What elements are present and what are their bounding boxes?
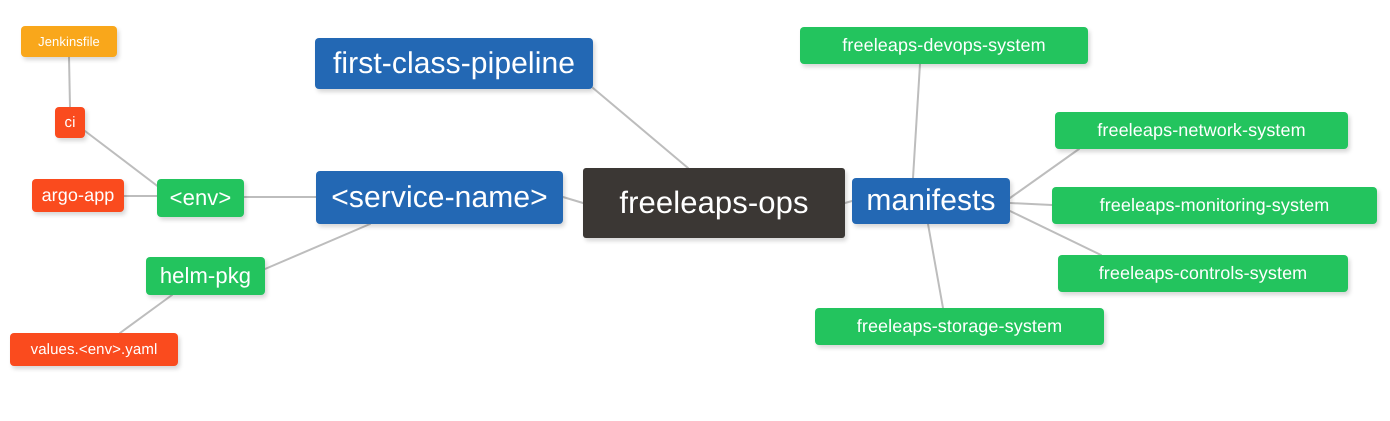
mindmap-node-service-name[interactable]: <service-name>: [316, 171, 563, 224]
edge-freeleaps-ops-to-manifests: [844, 200, 853, 204]
node-label: helm-pkg: [159, 263, 252, 288]
mindmap-node-freeleaps-network-system[interactable]: freeleaps-network-system: [1055, 112, 1348, 149]
node-label: freeleaps-monitoring-system: [1099, 195, 1330, 215]
node-label: manifests: [866, 184, 996, 217]
node-label: Jenkinsfile: [38, 34, 100, 49]
edge-service-name-to-helm-pkg: [264, 223, 371, 270]
mindmap-node-freeleaps-storage-system[interactable]: freeleaps-storage-system: [815, 308, 1104, 345]
mindmap-node-jenkinsfile[interactable]: Jenkinsfile: [21, 26, 117, 57]
node-label: freeleaps-ops: [619, 185, 809, 220]
edge-freeleaps-ops-to-service-name: [562, 196, 584, 204]
mindmap-node-freeleaps-controls-system[interactable]: freeleaps-controls-system: [1058, 255, 1348, 292]
mindmap-node-manifests[interactable]: manifests: [852, 178, 1010, 224]
mindmap-node-freeleaps-devops-system[interactable]: freeleaps-devops-system: [800, 27, 1088, 64]
node-label: freeleaps-controls-system: [1098, 263, 1308, 283]
mindmap-node-values-yaml[interactable]: values.<env>.yaml: [10, 333, 178, 366]
mindmap-node-freeleaps-monitoring-system[interactable]: freeleaps-monitoring-system: [1052, 187, 1377, 224]
edge-freeleaps-ops-to-first-class-pipeline: [592, 87, 689, 169]
node-label: argo-app: [41, 185, 115, 205]
node-label: <service-name>: [331, 180, 548, 214]
edge-manifests-to-freeleaps-monitoring-system: [1009, 202, 1053, 206]
edge-manifests-to-freeleaps-storage-system: [927, 223, 944, 309]
edge-ci-to-jenkinsfile: [68, 56, 71, 108]
mindmap-node-freeleaps-ops[interactable]: freeleaps-ops: [583, 168, 845, 238]
edge-helm-pkg-to-values-yaml: [119, 294, 173, 334]
node-label: freeleaps-devops-system: [842, 35, 1046, 55]
node-label: first-class-pipeline: [332, 46, 576, 80]
edge-manifests-to-freeleaps-devops-system: [912, 63, 921, 179]
mindmap-node-helm-pkg[interactable]: helm-pkg: [146, 257, 265, 295]
mindmap-node-argo-app[interactable]: argo-app: [32, 179, 124, 212]
node-label: values.<env>.yaml: [30, 341, 158, 358]
mindmap-node-env[interactable]: <env>: [157, 179, 244, 217]
node-label: freeleaps-network-system: [1097, 120, 1306, 140]
node-label: <env>: [169, 185, 232, 210]
node-label: ci: [64, 114, 76, 131]
node-label: freeleaps-storage-system: [856, 316, 1063, 336]
mindmap-node-ci[interactable]: ci: [55, 107, 85, 138]
mindmap-node-first-class-pipeline[interactable]: first-class-pipeline: [315, 38, 593, 89]
